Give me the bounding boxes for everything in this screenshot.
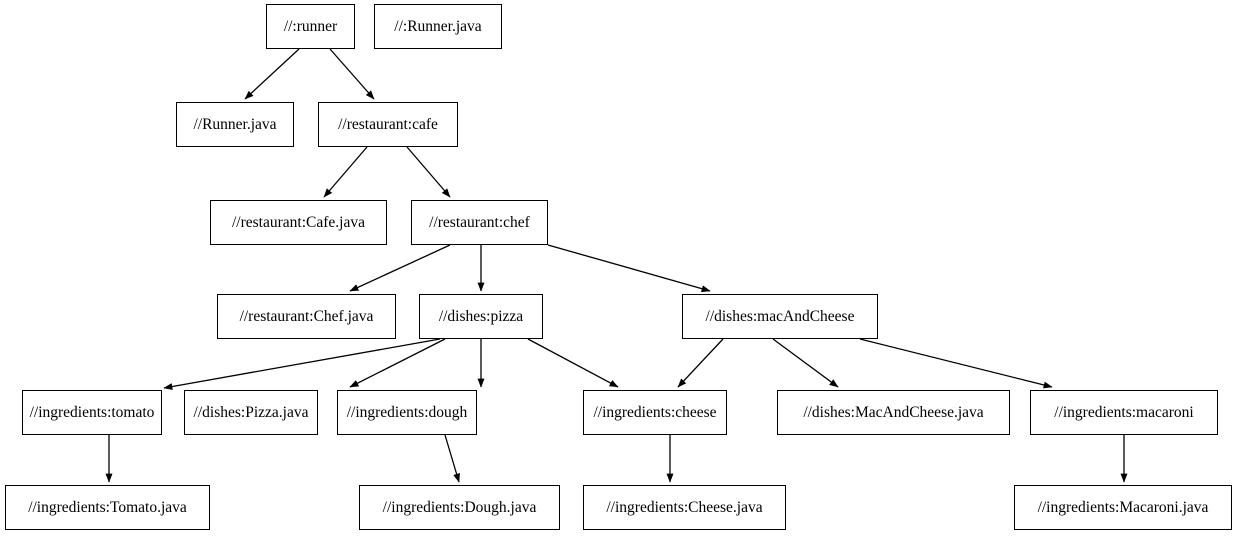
graph-node-dishes_macandcheese[interactable]: //dishes:macAndCheese [682, 294, 878, 339]
graph-node-label: //Runner.java [193, 115, 277, 133]
graph-node-label: //restaurant:cafe [338, 115, 438, 133]
graph-edge-restaurant_cafe-to-restaurant_chef [406, 146, 451, 198]
graph-node-restaurant_chef_java[interactable]: //restaurant:Chef.java [217, 294, 396, 339]
graph-node-ingredients_macaroni_java[interactable]: //ingredients:Macaroni.java [1014, 485, 1232, 530]
graph-node-label: //dishes:macAndCheese [705, 307, 855, 325]
graph-node-restaurant_chef[interactable]: //restaurant:chef [411, 200, 548, 245]
graph-node-ingredients_dough[interactable]: //ingredients:dough [337, 390, 477, 435]
graph-edge-dishes_pizza-to-ingredients_cheese [527, 338, 619, 388]
graph-edge-runner-to-restaurant_cafe [329, 48, 375, 100]
graph-node-label: //:runner [283, 17, 338, 35]
graph-edge-runner-to-runner_java [244, 48, 300, 100]
graph-edge-restaurant_chef-to-restaurant_chef_java [349, 244, 451, 292]
graph-node-label: //restaurant:Chef.java [239, 307, 374, 325]
graph-node-dishes_macandcheese_java[interactable]: //dishes:MacAndCheese.java [777, 390, 1010, 435]
graph-node-ingredients_tomato_java[interactable]: //ingredients:Tomato.java [5, 485, 210, 530]
graph-node-label: //ingredients:Macaroni.java [1037, 498, 1209, 516]
graph-edge-dishes_macandcheese-to-ingredients_macaroni [859, 338, 1053, 389]
graph-node-label: //dishes:MacAndCheese.java [803, 403, 984, 421]
graph-node-ingredients_tomato[interactable]: //ingredients:tomato [22, 390, 162, 435]
graph-edge-restaurant_chef-to-dishes_macandcheese [547, 244, 711, 293]
graph-node-label: //:Runner.java [394, 17, 482, 35]
graph-node-ingredients_dough_java[interactable]: //ingredients:Dough.java [359, 485, 560, 530]
graph-node-dishes_pizza_java[interactable]: //dishes:Pizza.java [184, 390, 318, 435]
graph-node-ingredients_cheese[interactable]: //ingredients:cheese [583, 390, 727, 435]
graph-edge-restaurant_cafe-to-restaurant_cafe_java [323, 146, 368, 198]
graph-node-label: //restaurant:Cafe.java [232, 213, 365, 231]
graph-node-label: //ingredients:tomato [29, 403, 155, 421]
graph-node-label: //ingredients:macaroni [1054, 403, 1194, 421]
graph-node-restaurant_cafe_java[interactable]: //restaurant:Cafe.java [210, 200, 387, 245]
graph-node-runner[interactable]: //:runner [266, 4, 355, 49]
graph-node-label: //ingredients:Dough.java [382, 498, 537, 516]
graph-edge-dishes_pizza-to-ingredients_tomato [163, 338, 441, 390]
graph-node-label: //dishes:pizza [438, 307, 524, 325]
graph-node-ingredients_macaroni[interactable]: //ingredients:macaroni [1030, 390, 1218, 435]
graph-node-label: //ingredients:Tomato.java [28, 498, 187, 516]
graph-node-label: //ingredients:cheese [593, 403, 717, 421]
graph-edge-dishes_macandcheese-to-dishes_macandcheese_java [772, 338, 839, 388]
graph-edge-dishes_pizza-to-dishes_pizza_java [349, 338, 446, 388]
graph-node-runner_java[interactable]: //Runner.java [176, 102, 294, 147]
graph-edge-dishes_macandcheese-to-ingredients_cheese [677, 338, 724, 388]
graph-node-label: //ingredients:Cheese.java [606, 498, 763, 516]
graph-node-label: //dishes:Pizza.java [193, 403, 309, 421]
graph-node-label: //ingredients:dough [346, 403, 468, 421]
graph-node-root_runner_java[interactable]: //:Runner.java [374, 4, 502, 49]
graph-node-dishes_pizza[interactable]: //dishes:pizza [419, 294, 543, 339]
graph-node-label: //restaurant:chef [429, 213, 530, 231]
graph-edge-ingredients_dough-to-ingredients_dough_java [444, 434, 460, 483]
graph-node-restaurant_cafe[interactable]: //restaurant:cafe [318, 102, 458, 147]
graph-node-ingredients_cheese_java[interactable]: //ingredients:Cheese.java [583, 485, 786, 530]
